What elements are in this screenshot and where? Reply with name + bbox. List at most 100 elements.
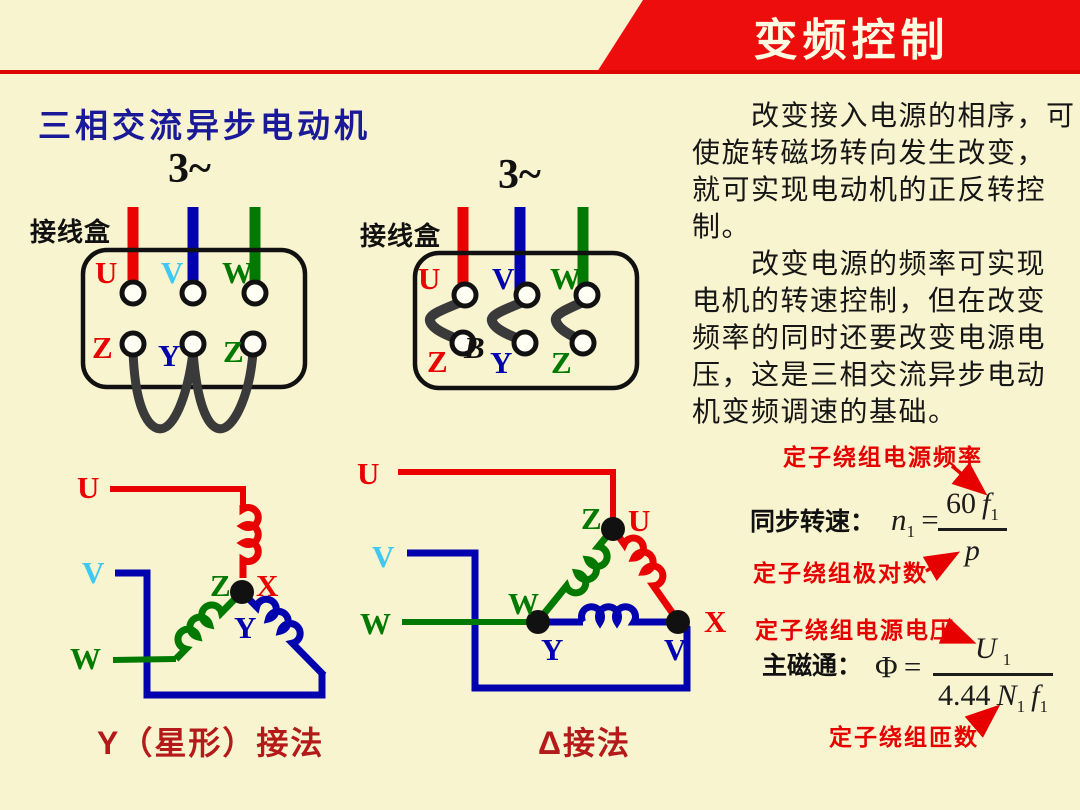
terminal [179,330,207,358]
winding-jumper [486,294,535,346]
star-line-v [115,569,326,699]
delta-node-label-u: U [628,503,651,538]
star-node-label-x: X [256,568,279,603]
equals-sign: = [903,649,922,684]
delta-node-label-w: W [508,586,539,621]
terminal-label-u: U [418,261,441,296]
delta-coil-red [612,528,682,624]
var-f2-sub: 1 [1039,697,1048,716]
flux-label: 主磁通： [762,652,863,680]
terminal-label-w: W [550,261,581,296]
var-n-sub: 1 [906,522,916,542]
annotation-turns: 定子绕组匝数 [829,724,979,750]
node-dot [601,517,625,541]
var-f2: f [1031,679,1040,712]
terminal-label-z2: Z [551,345,572,380]
terminal [239,330,267,358]
terminal [511,329,539,357]
terminal [451,281,479,309]
terminal-label-z2: Z [223,334,244,369]
annotation-frequency: 定子绕组电源频率 [783,444,983,470]
terminal-label-w: W [222,255,253,290]
star-node-label-y: Y [234,610,257,645]
terminal [119,330,147,358]
var-p: p [964,534,980,567]
paragraph-line: 就可实现电动机的正反转控 [692,175,1047,206]
star-line-w [112,656,177,663]
junction-box-left [80,207,308,434]
star-line-u [110,486,246,505]
fraction-denominator: p [938,531,1007,566]
coeff-444: 4.44 [938,679,991,712]
phase-source-label: 3~ [168,146,211,192]
delta-line-label-w: W [360,606,391,641]
delta-coil-blue [578,603,640,629]
section-title: 三相交流异步电动机 [38,107,371,144]
var-nn: N [996,679,1017,712]
var-f: f [982,487,991,520]
var-nn-sub: 1 [1016,697,1026,716]
coil [241,591,327,678]
star-line-label-w: W [70,641,101,676]
fraction-numerator: 60 f1 [938,489,1007,531]
annotation-voltage: 定子绕组电源电压 [755,617,955,643]
coil [534,528,614,625]
paragraph-line: 改变接入电源的相序，可 [692,101,1076,132]
terminal-label-v: V [492,261,515,296]
star-coil-blue [241,591,327,678]
title-banner: 变频控制 [597,0,1080,72]
var-n: n [891,502,907,537]
flux-lhs: Φ = [875,651,921,682]
star-node-label-z: Z [210,568,231,603]
terminal [573,281,601,309]
star-caption: Y（星形）接法 [97,725,325,761]
coil [173,588,245,662]
node-dot [526,610,550,634]
coil [578,603,640,629]
delta-node-label-x: X [704,604,727,639]
stray-b-label: B [464,330,485,365]
terminal [179,279,207,307]
delta-node-label-z: Z [581,501,602,536]
delta-line-label-u: U [357,456,380,491]
junction-box-label: 接线盒 [30,217,112,247]
page-title: 变频控制 [753,16,950,65]
delta-coil-green [534,528,614,625]
terminal [119,279,147,307]
fraction-denominator: 4.44 N1 f1 [933,676,1053,716]
fraction-numerator: U 1 [933,634,1053,676]
terminal-label-v: V [161,255,184,290]
paragraph-line: 压，这是三相交流异步电动 [692,360,1047,391]
phase-source-label: 3~ [498,152,541,198]
arrow-to-n1 [964,704,1001,738]
delta-caption: Δ接法 [538,725,632,761]
star-line-label-v: V [82,555,105,590]
terminal [513,281,541,309]
delta-node-label-y: Y [541,632,564,667]
star-coil-red [236,504,262,578]
junction-box-right [412,207,640,391]
arrow-to-u1 [938,617,977,644]
var-phi: Φ [875,649,898,684]
terminal-label-y: Y [158,338,181,373]
terminal [569,329,597,357]
terminal-label-u: U [95,255,118,290]
coil [236,504,262,578]
flux-fraction: U 1 4.44 N1 f1 [933,634,1053,715]
box-outline [412,250,640,391]
terminal [241,279,269,307]
var-u-sub: 1 [1002,650,1012,669]
annotation-pole-pairs: 定子绕组极对数 [753,560,928,586]
paragraph-line: 频率的同时还要改变电源电 [692,323,1047,354]
winding-jumper [424,294,473,346]
arrow-to-f1 [950,462,988,496]
arrow-to-p [922,551,961,582]
coil [612,528,682,624]
sync-speed-lhs: n1 = [891,504,939,540]
star-coil-green [173,588,245,662]
paragraph-line: 使旋转磁场转向发生改变， [692,138,1047,169]
paragraph-line: 制。 [692,212,752,243]
terminal-label-z1: Z [92,330,113,365]
